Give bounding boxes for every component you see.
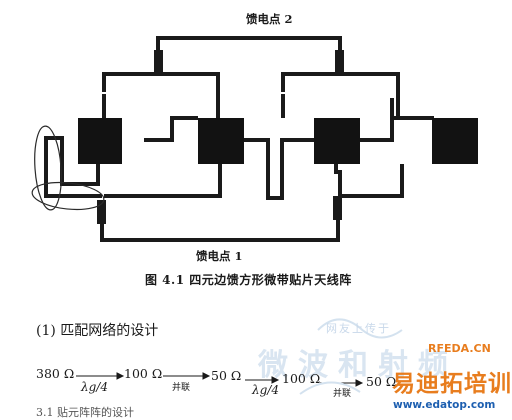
center-feed-line [242, 138, 316, 200]
impedance-50-b: 50 Ω [366, 374, 397, 389]
top-feed-line [156, 36, 342, 74]
impedance-380: 380 Ω [36, 366, 75, 381]
watermark-url: www.edatop.com [393, 399, 496, 411]
left-lower-line-2 [44, 136, 102, 198]
top-right-branch [281, 72, 400, 94]
right-lower-line-2 [338, 164, 404, 198]
watermark-rfeda: RFEDA.CN [428, 342, 491, 355]
impedance-100-b: 100 Ω [282, 371, 321, 386]
impedance-100-a: 100 Ω [124, 366, 163, 381]
transformer-bottom-right [333, 196, 342, 220]
faint-watermark-cn: 网友上传于 [326, 322, 391, 335]
patch-4 [432, 118, 478, 164]
left-pair-link [144, 116, 198, 142]
center-lower-left [104, 164, 222, 198]
parallel-label-1: 并联 [172, 383, 191, 393]
quarter-wave-label-1: λg/4 [81, 380, 108, 394]
feed-point-2-label: 馈电点 2 [246, 12, 293, 26]
quarter-wave-label-2: λg/4 [252, 383, 279, 397]
left-lower-line [44, 136, 100, 186]
watermark-site-cn: 易迪拓培训 [392, 370, 512, 397]
section-heading: (1) 匹配网络的设计 [36, 323, 159, 339]
transformer-bottom-left [97, 200, 106, 224]
parallel-label-2: 并联 [333, 389, 352, 399]
feed-point-1-label: 馈电点 1 [196, 249, 243, 263]
right-pair-link [360, 116, 434, 142]
bottom-feed-line [100, 208, 340, 242]
patch-3 [314, 118, 360, 164]
impedance-50-a: 50 Ω [211, 368, 242, 383]
right-lower-line [334, 164, 342, 198]
partial-next-heading: 3.1 贴元阵阵的设计 [36, 406, 134, 419]
annotation-ellipse-horizontal [31, 181, 105, 211]
transformer-top-left [154, 50, 163, 74]
annotation-ellipse-vertical [34, 125, 62, 211]
top-left-branch [102, 72, 220, 94]
faint-watermark-big: 微波和射频 [258, 348, 458, 383]
faint-watermark-shapes [299, 318, 403, 395]
transformer-top-right [335, 50, 344, 74]
figure-caption: 图 4.1 四元边馈方形微带贴片天线阵 [145, 273, 352, 287]
patch-2 [198, 118, 244, 164]
patch-1 [78, 118, 122, 164]
